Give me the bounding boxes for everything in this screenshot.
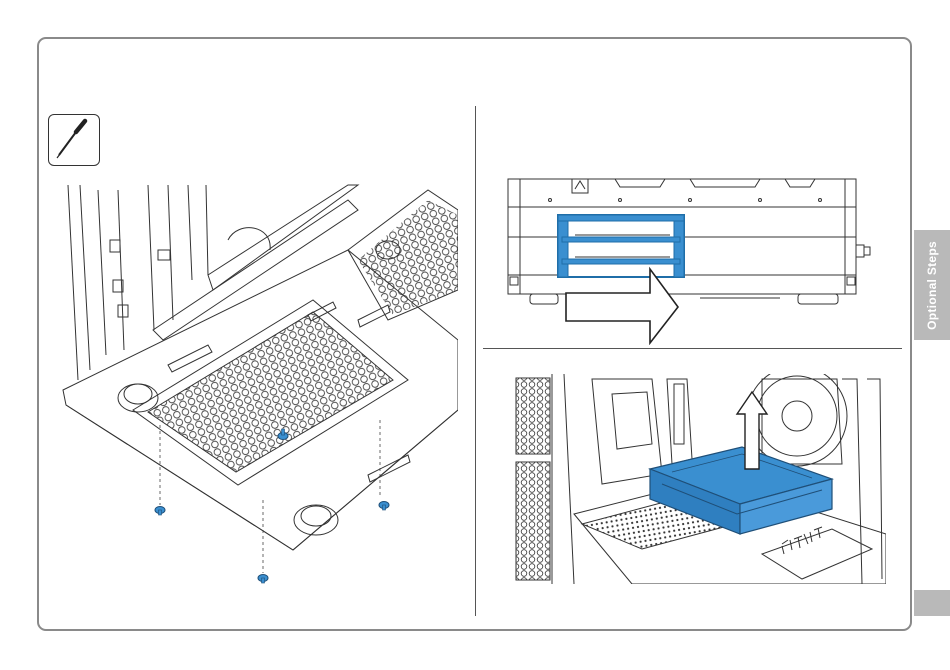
vertical-divider xyxy=(475,106,476,616)
bottom-right-illustration xyxy=(512,374,886,584)
left-illustration xyxy=(58,180,458,600)
horizontal-divider xyxy=(483,348,902,349)
page-tab xyxy=(914,590,950,616)
screw-icon xyxy=(155,507,165,516)
section-tab-label: Optional Steps xyxy=(925,241,939,330)
screw-icon xyxy=(379,502,389,511)
brand-engraving xyxy=(782,527,822,554)
section-tab: Optional Steps xyxy=(914,230,950,340)
top-right-illustration xyxy=(500,175,890,345)
screwdriver-icon xyxy=(49,115,98,164)
arrow-right-icon xyxy=(566,269,678,343)
drive-cage xyxy=(558,215,684,277)
tool-box xyxy=(48,114,100,166)
screw-icon xyxy=(258,575,268,584)
